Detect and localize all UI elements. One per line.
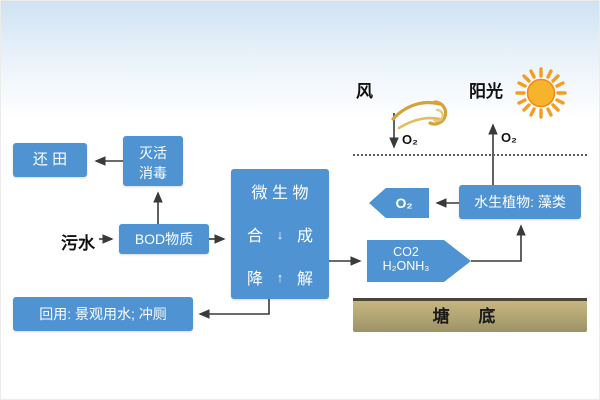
wind-swirl-icon xyxy=(391,100,448,130)
co2-line1: CO2 xyxy=(393,245,419,259)
synthesis-left: 合 xyxy=(247,228,264,245)
co2-flow-arrow: CO2 H₂ONH₃ xyxy=(367,240,471,282)
microbe-box: 微 生 物 合 ↓ 成 降 ↑ 解 xyxy=(231,169,329,299)
degrade-right: 解 xyxy=(296,271,313,288)
microbe-title: 微 生 物 xyxy=(251,185,309,202)
arrow-microbe-to-reuse xyxy=(198,299,270,319)
down-arrow-icon: ↓ xyxy=(276,226,284,242)
arrow-co2-to-plants xyxy=(471,224,526,262)
synthesis-right: 成 xyxy=(296,228,313,245)
aquatic-plants-box: 水生植物: 藻类 xyxy=(459,185,581,219)
water-surface-line xyxy=(353,154,587,156)
o2-flow-arrow: O₂ xyxy=(369,188,429,218)
sun-icon xyxy=(515,67,567,119)
degrade-row: 降 ↑ 解 xyxy=(239,265,321,289)
synthesis-row: 合 ↓ 成 xyxy=(239,222,321,246)
bod-box: BOD物质 xyxy=(119,224,209,254)
co2-line2: H₂ONH₃ xyxy=(382,259,430,273)
up-arrow-icon: ↑ xyxy=(276,269,284,285)
o2-wind-label: O₂ xyxy=(402,132,418,147)
pond-bottom-box: 塘 底 xyxy=(353,298,587,332)
degrade-left: 降 xyxy=(247,271,264,288)
wind-label: 风 xyxy=(356,82,373,101)
return-field-box: 还 田 xyxy=(13,143,87,177)
sunlight-label: 阳光 xyxy=(469,82,503,101)
disinfect-line2: 消毒 xyxy=(139,165,167,181)
o2-plants-label: O₂ xyxy=(501,130,517,145)
sewage-label: 污水 xyxy=(61,234,95,253)
disinfect-line1: 灭活 xyxy=(139,145,167,161)
disinfect-box: 灭活 消毒 xyxy=(123,136,183,186)
reuse-box: 回用: 景观用水; 冲厕 xyxy=(13,297,193,331)
